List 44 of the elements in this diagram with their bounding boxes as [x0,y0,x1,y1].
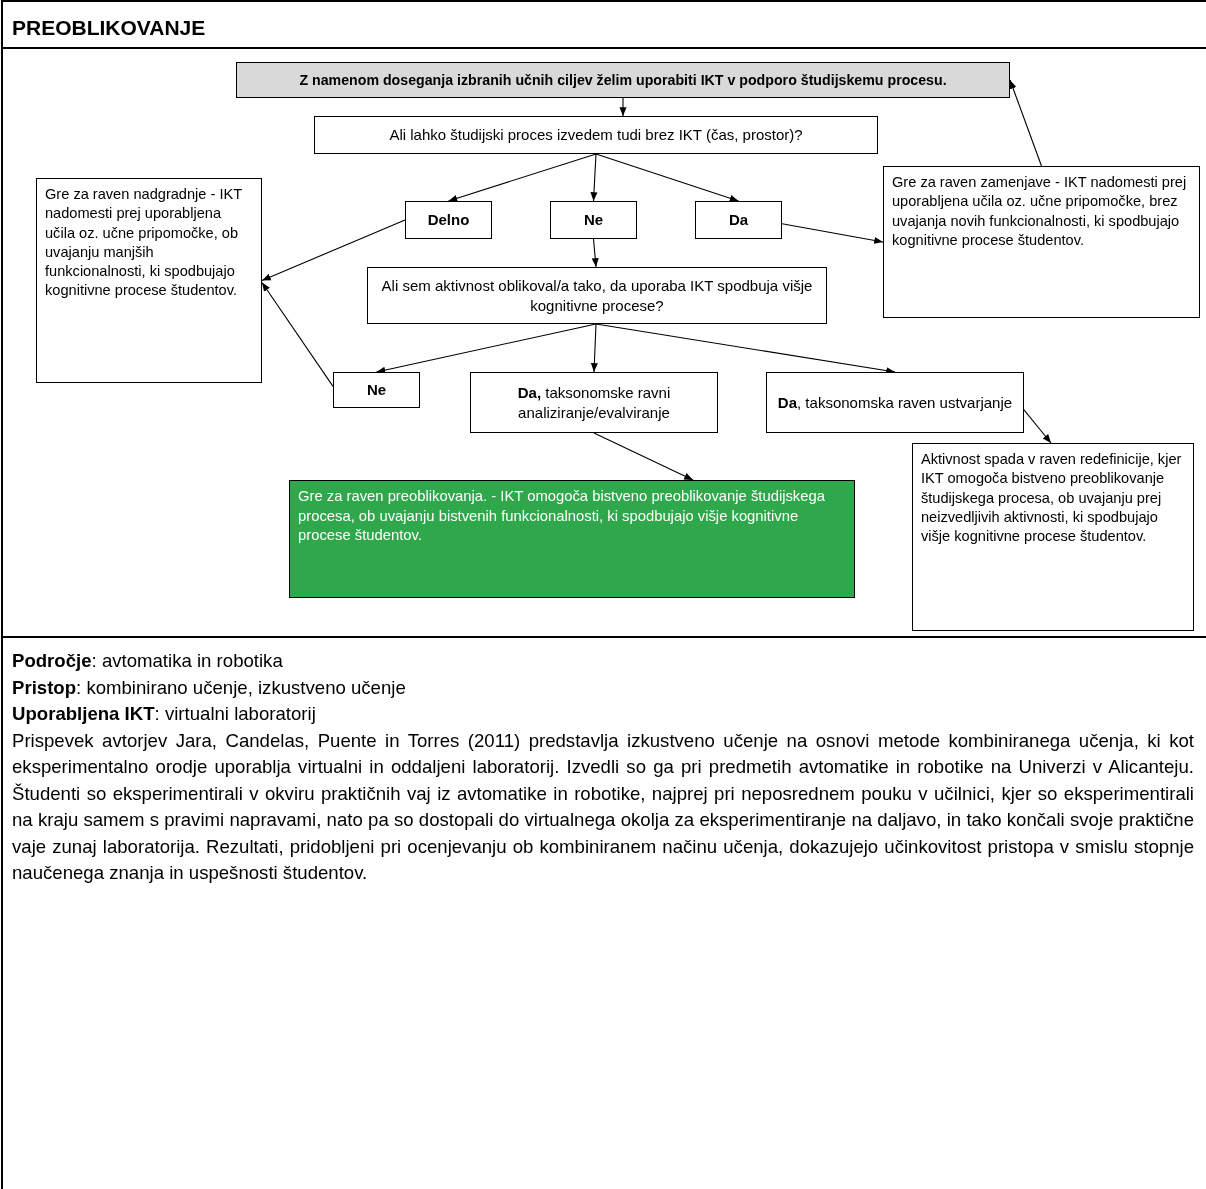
node-text: Da, taksonomska raven ustvarjanje [777,392,1013,413]
arrow [1023,409,1052,444]
node-text: Ne [366,380,387,400]
process-box [36,178,262,383]
arrow [590,323,598,373]
node-text: Gre za raven nadgradnje - IKT nadomesti prej uporabljena učila oz. učne pripomočke, ob uvajanju manjših funkcionalnosti, ki spodbujajo kognitivne procese študentov. [45,185,243,301]
process-box [367,267,827,324]
arrow [261,219,406,282]
description-paragraph: Prispevek avtorjev Jara, Candelas, Puente in Torres (2011) predstavlja izkustveno učenje na osnovi metode kombiniranega učenja, ki kot eksperimentalno orodje uporablja virtualni in oddaljeni laboratorij. Izvedli so ga pri predmetih avtomatike in robotike na Univerzi v Alicanteju. Študenti so eksperimentirali v okviru praktičnih vaj iz avtomatike in robotike, najprej pri neposrednem pouku v učilnici, kjer so eksperimentirali na kraju samem s pravimi napravami, nato pa so dostopali do virtualnega okolja za eksperimentiranje na daljavo, in tako končali svoje praktične vaje zunaj laboratorija. Rezultati, pridobljeni pri ocenjevanju ob kombiniranem načinu učenja, dokazujejo učinkovitost pristopa v smislu stopnje naučenega znanja in uspešnosti študentov. [12,728,1194,885]
process-box [333,372,420,408]
process-box [550,201,637,239]
process-box [470,372,718,433]
arrow [593,432,694,481]
arrow [781,223,884,244]
arrow [619,97,627,117]
result-box [289,480,855,598]
arrow [591,238,599,268]
node-text: Gre za raven zamenjave - IKT nadomesti prej uporabljena učila oz. učne pripomočke, brez uvajanja novih funkcionalnosti, ki spodbujajo kognitivne procese študentov. [892,173,1188,250]
node-text: Delno [427,210,470,230]
node-text: Ali sem aktivnost oblikoval/a tako, da uporaba IKT spodbuja višje kognitivne procese? [380,275,814,316]
node-text: Gre za raven preoblikovanja. - IKT omogoča bistveno preoblikovanje študijskega procesa, ob uvajanju bistvenih funkcionalnosti, ki spodbujajo višje kognitivne procese študentov. [298,487,826,546]
arrow [447,153,597,202]
arrow [375,323,597,374]
start-box [236,62,1010,98]
node-text: Z namenom doseganja izbranih učnih ciljev želim uporabiti IKT v podporo študijskemu procesu. [299,70,947,90]
arrow [261,282,334,387]
process-box [912,443,1194,631]
node-text: Ali lahko študijski proces izvedem tudi brez IKT (čas, prostor)? [389,125,803,145]
node-text: Da, taksonomske ravni analiziranje/evalviranje [516,382,672,423]
node-text: Da [728,210,749,230]
arrow [595,153,740,202]
process-box [883,166,1200,318]
arrow [1009,79,1043,167]
info-line: Področje: avtomatika in robotika [12,649,284,673]
arrow [590,153,598,202]
info-line: Pristop: kombinirano učenje, izkustveno učenje [12,675,407,700]
process-box [405,201,492,239]
title: PREOBLIKOVANJE [12,16,206,40]
process-box [695,201,782,239]
node-text: Ne [583,210,604,230]
info-line: Uporabljena IKT: virtualni laboratorij [12,702,317,726]
process-box [766,372,1024,433]
node-text: Aktivnost spada v raven redefinicije, kjer IKT omogoča bistveno preoblikovanje študijskega procesa, ob uvajanju prej neizvedljivih aktivnosti, ki spodbujajo višje kognitivne procese študentov. [921,450,1183,546]
process-box [314,116,878,154]
